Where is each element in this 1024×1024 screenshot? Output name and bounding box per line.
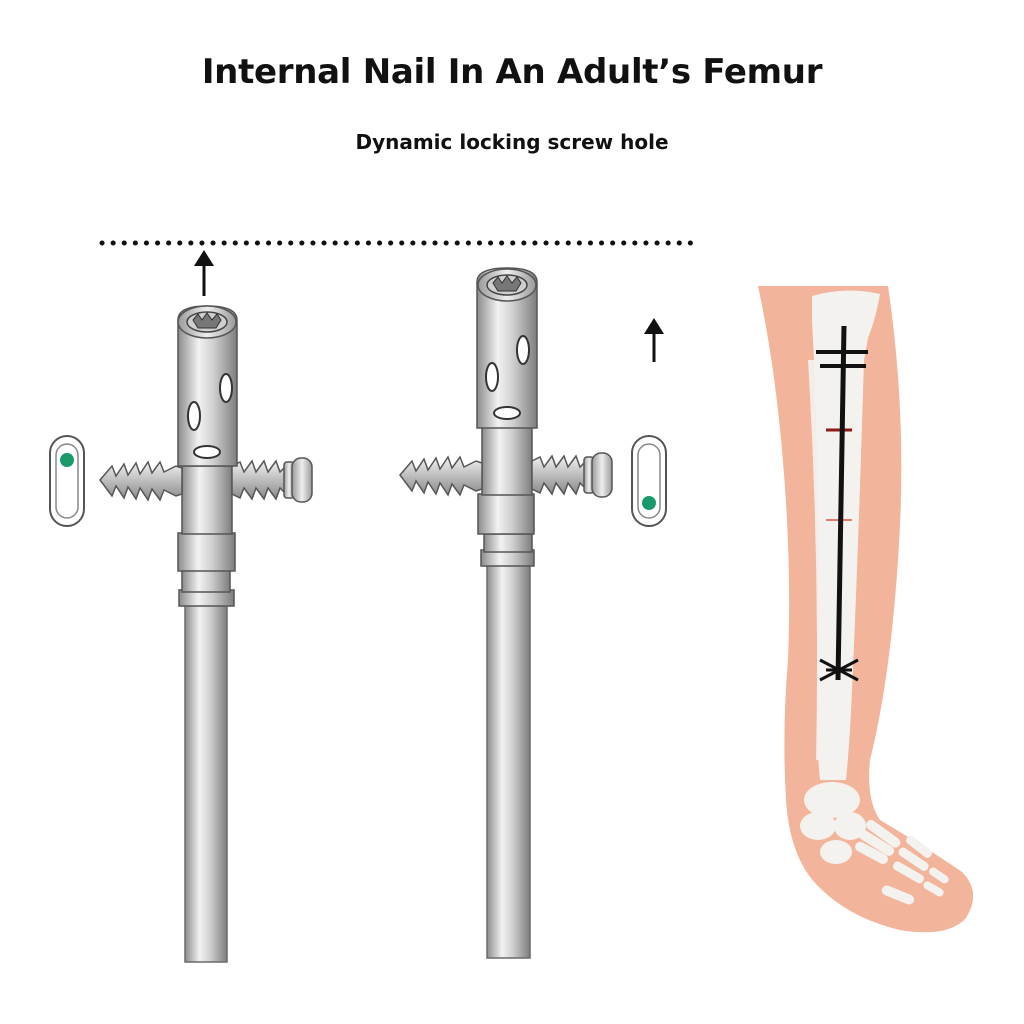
leg-illustration — [758, 286, 974, 933]
page-title: Internal Nail In An Adult’s Femur — [201, 52, 823, 92]
nail-left — [49, 250, 313, 963]
screw-slot-icon — [631, 435, 667, 527]
foot-bones — [800, 782, 949, 905]
torx-socket-icon — [192, 312, 222, 329]
slot-marker — [60, 453, 74, 467]
intramedullary-rod — [835, 325, 847, 681]
nail-shaft — [486, 564, 531, 959]
nail-collar — [177, 532, 236, 572]
tibia-bone — [812, 290, 880, 780]
distal-screws — [819, 658, 859, 682]
slot-marker — [642, 496, 656, 510]
leg-skin — [758, 286, 974, 933]
nail-sleeve — [181, 569, 231, 593]
arrow-up-icon — [194, 250, 214, 296]
screw-hole — [187, 401, 201, 431]
locking-screw — [399, 452, 613, 498]
screw-slot-icon — [49, 435, 85, 527]
screw-hole — [485, 362, 499, 392]
nail-sleeve — [481, 426, 533, 496]
screw-hole — [493, 406, 521, 420]
nail-collar — [477, 493, 535, 535]
torx-socket-icon — [492, 275, 522, 292]
arrow-up-icon — [644, 318, 664, 362]
nail-sleeve — [181, 465, 233, 535]
nail-right — [399, 267, 667, 959]
screw-hole — [193, 445, 221, 459]
locking-screw — [99, 457, 313, 503]
nail-shaft — [184, 599, 228, 963]
page-subtitle: Dynamic locking screw hole — [355, 130, 669, 154]
screw-hole — [516, 335, 530, 365]
screw-hole — [219, 373, 233, 403]
nail-sleeve — [483, 533, 533, 553]
